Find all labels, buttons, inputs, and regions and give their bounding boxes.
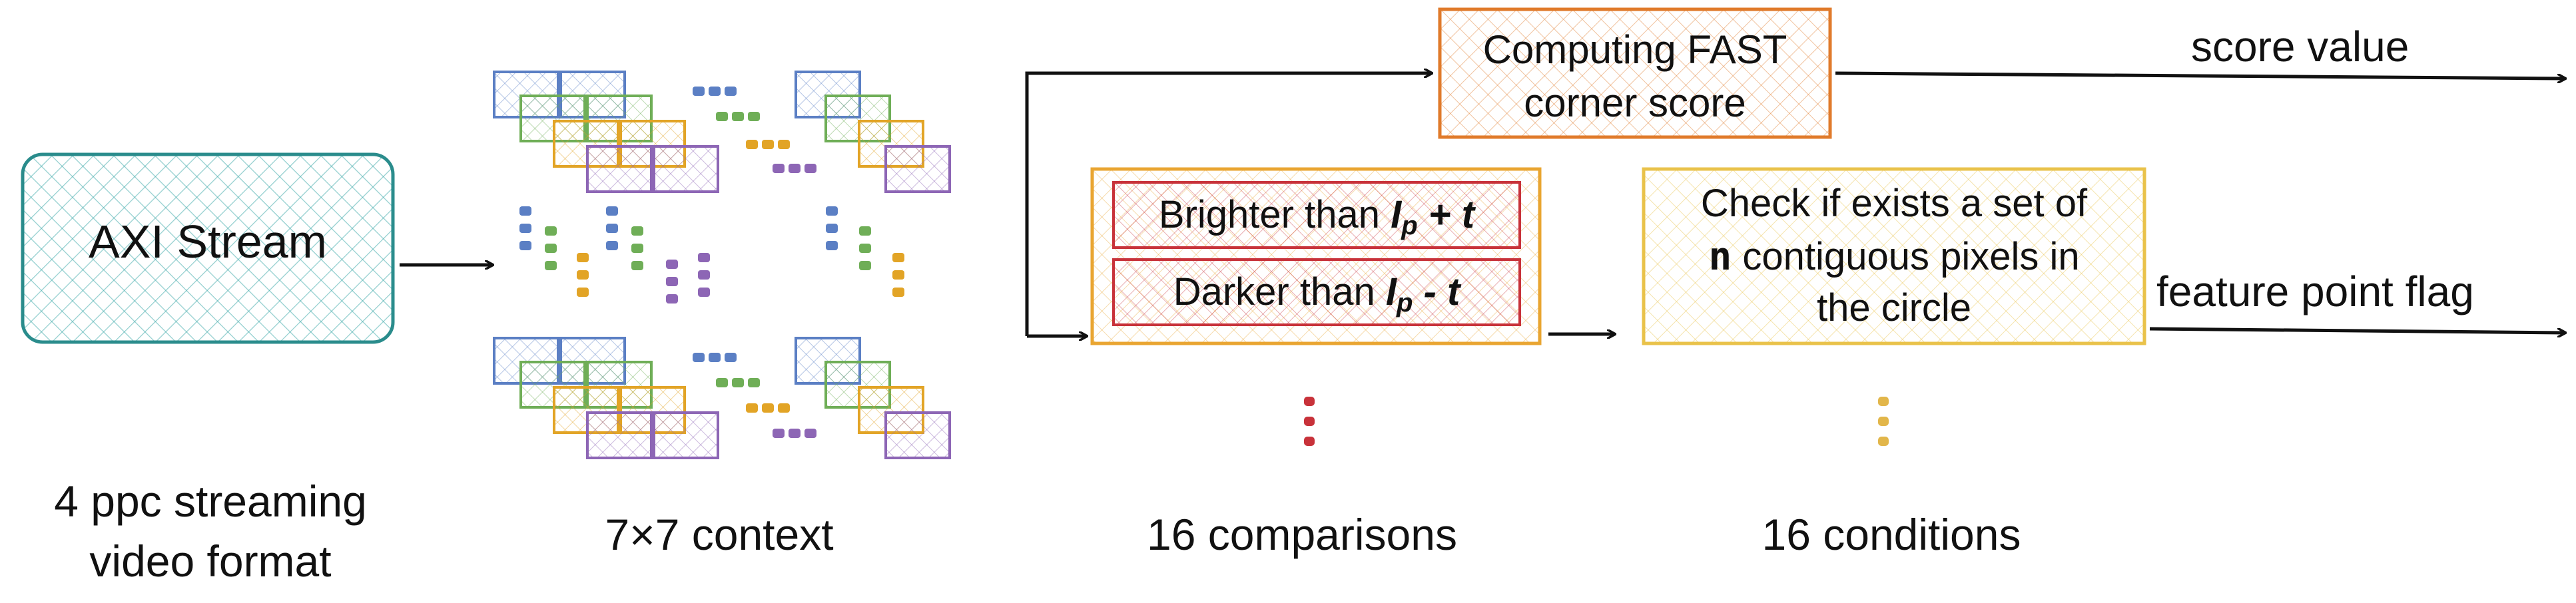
pixel-dot: [805, 429, 816, 438]
pixel-dot: [762, 403, 774, 413]
pixel-dot: [725, 353, 737, 362]
darker-than-box: Darker than Ip - t: [1112, 258, 1521, 326]
pixel-dot: [716, 112, 728, 121]
pixel-dot: [545, 261, 557, 270]
pixel-dot: [693, 87, 705, 96]
axi-stream-label: AXI Stream: [89, 216, 327, 268]
pixel-dot: [805, 164, 816, 173]
pixel-window-box: [586, 145, 653, 193]
pixel-dot: [748, 112, 760, 121]
pixel-dot: [725, 87, 737, 96]
pixel-dot: [577, 270, 589, 280]
check-block: Check if exists a set of n contiguous pi…: [1642, 167, 2146, 345]
pixel-dot: [773, 164, 785, 173]
pixel-dot: [748, 378, 760, 387]
arrow-to-fast: [1025, 73, 1432, 336]
pixel-dot: [746, 140, 758, 149]
caption-context: 7×7 context: [605, 510, 833, 559]
pixel-dot: [859, 244, 871, 253]
pixel-dot: [698, 270, 710, 280]
pixel-dot: [778, 140, 790, 149]
pixel-dot: [631, 226, 643, 236]
pixel-dot: [666, 260, 678, 269]
pixel-window-box: [653, 411, 719, 459]
score-value-label: score value: [2191, 23, 2409, 71]
check-line1: Check if exists a set of: [1701, 182, 2088, 225]
brighter-than-text: Brighter than Ip + t: [1159, 193, 1476, 243]
pixel-window-box: [884, 145, 951, 193]
pixel-dot: [716, 378, 728, 387]
pixel-dot: [606, 206, 618, 216]
brighter-than-box: Brighter than Ip + t: [1112, 181, 1521, 249]
pixel-dot: [606, 241, 618, 250]
pixel-dot: [693, 353, 705, 362]
pixel-dot: [789, 429, 801, 438]
pixel-dot: [606, 224, 618, 233]
pixel-dot: [709, 87, 721, 96]
caption-axi-line1: 4 ppc streaming: [54, 477, 367, 526]
pixel-dot: [545, 244, 557, 253]
fast-score-block: Computing FAST corner score: [1438, 7, 1832, 139]
pixel-dot: [631, 244, 643, 253]
pixel-dot: [789, 164, 801, 173]
pixel-dot: [892, 288, 904, 297]
pixel-dot: [698, 288, 710, 297]
pixel-dot: [892, 270, 904, 280]
arrow-score-value: [1835, 71, 2565, 79]
pixel-dot: [519, 241, 531, 250]
check-line2: n contiguous pixels in: [1708, 234, 2079, 279]
comparisons-block: Brighter than Ip + t Darker than Ip - t: [1090, 167, 1542, 345]
pixel-dot: [859, 261, 871, 270]
pixel-window-box: [586, 411, 653, 459]
caption-conditions: 16 conditions: [1762, 510, 2021, 559]
check-line3: the circle: [1817, 286, 1971, 329]
pixel-dot: [826, 206, 838, 216]
pixel-dot: [778, 403, 790, 413]
pixel-dot: [631, 261, 643, 270]
vertical-ellipsis-icon: [1878, 397, 1889, 446]
pixel-dot: [545, 226, 557, 236]
pixel-dot: [773, 429, 785, 438]
pixel-window-grid-icon: [493, 71, 951, 459]
darker-than-text: Darker than Ip - t: [1173, 270, 1462, 320]
vertical-ellipsis-icon: [1304, 397, 1315, 446]
pixel-dot: [732, 112, 744, 121]
pixel-dot: [892, 253, 904, 262]
pixel-dot: [577, 253, 589, 262]
pixel-dot: [519, 224, 531, 233]
pixel-dot: [698, 253, 710, 262]
feature-flag-label: feature point flag: [2156, 268, 2474, 315]
pixel-dot: [666, 277, 678, 286]
caption-comparisons: 16 comparisons: [1147, 510, 1457, 559]
pixel-dot: [577, 288, 589, 297]
caption-axi-line2: video format: [89, 536, 331, 586]
fast-title-line1: Computing FAST: [1483, 27, 1787, 72]
pixel-dot: [746, 403, 758, 413]
arrow-feature-flag: [2149, 327, 2565, 333]
pixel-dot: [709, 353, 721, 362]
pixel-window-box: [653, 145, 719, 193]
pixel-dot: [732, 378, 744, 387]
pixel-dot: [859, 226, 871, 236]
pixel-dot: [762, 140, 774, 149]
pixel-dot: [826, 241, 838, 250]
pixel-window-box: [884, 411, 951, 459]
pixel-dot: [826, 224, 838, 233]
axi-stream-block: AXI Stream: [21, 152, 395, 344]
fast-title-line2: corner score: [1524, 81, 1746, 125]
pixel-dot: [519, 206, 531, 216]
pixel-dot: [666, 294, 678, 303]
